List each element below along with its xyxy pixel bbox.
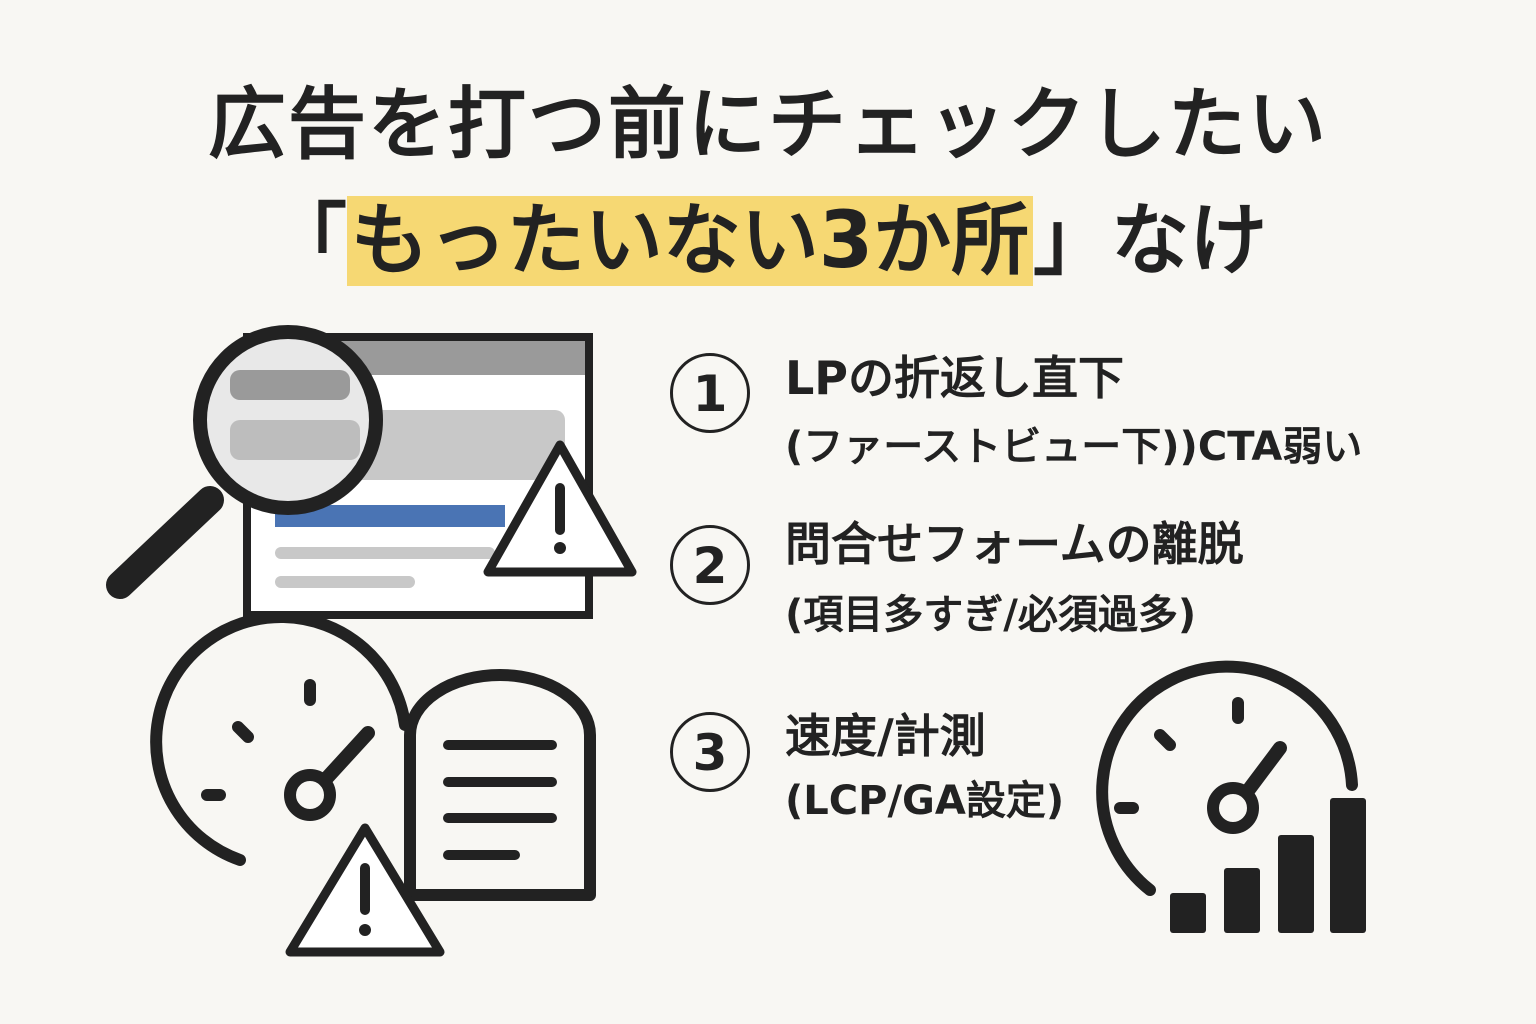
item-detail-1: (ファーストビュー下))CTA弱い [785,424,1363,470]
title-line-1: 広告を打つ前にチェックしたい [207,80,1328,170]
warning-icon [285,823,445,957]
speedometer-chart-icon [1096,660,1366,933]
document-icon [404,669,596,901]
highlighted-phrase: もったいない3か所 [346,196,1034,286]
open-bracket: 「 [268,196,347,286]
item-detail-3: (LCP/GA設定) [785,778,1065,824]
item-detail-2: (項目多すぎ/必須過多) [785,592,1197,638]
item-number-2: 2 [670,525,750,605]
item-number-3: 3 [670,712,750,792]
item-heading-1: LPの折返し直下 [785,351,1125,405]
title-line-2: 「もったいない3か所」なけ [0,178,1536,290]
warning-icon [483,440,637,577]
item-heading-2: 問合せフォームの離脱 [785,517,1244,571]
magnifier-icon [106,325,383,599]
browser-window-icon [243,333,593,619]
item-heading-3: 速度/計測 [785,709,986,763]
item-number-1: 1 [670,353,750,433]
close-bracket: 」なけ [1033,196,1268,286]
speedometer-icon [150,610,411,866]
